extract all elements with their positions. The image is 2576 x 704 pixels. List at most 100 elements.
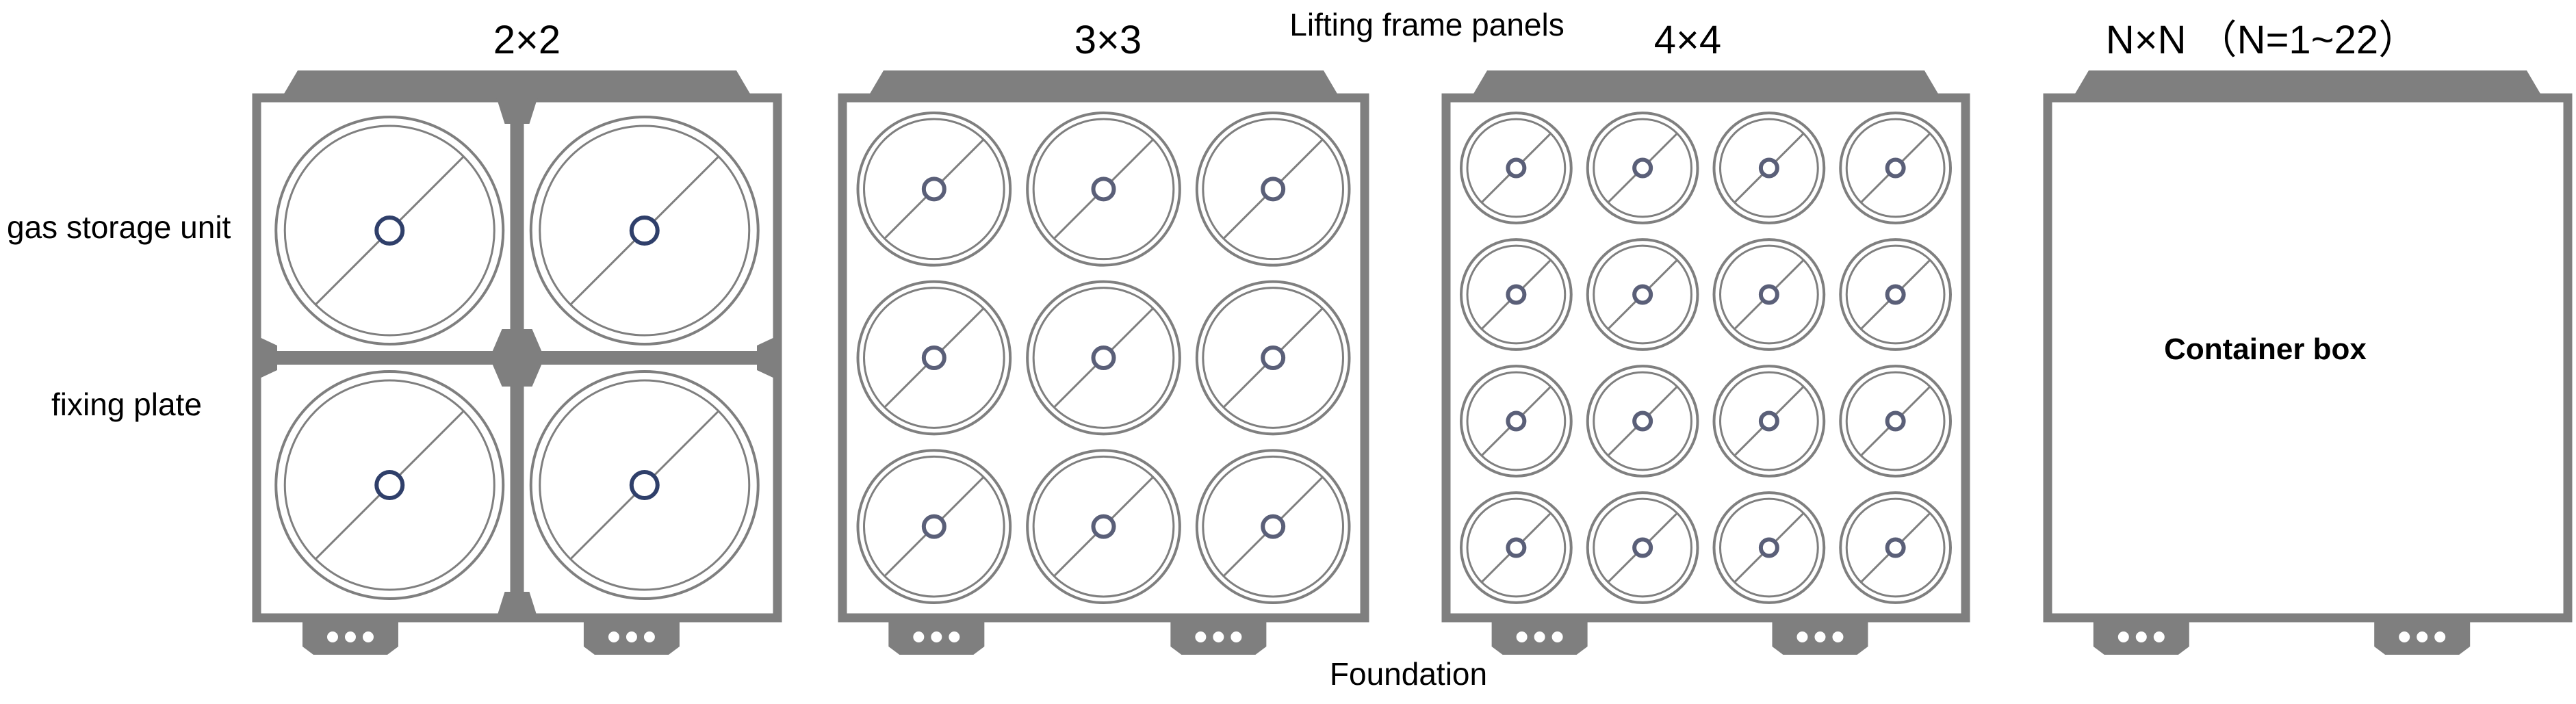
panel-3-foundation-bolt-1-1 (1516, 631, 1528, 642)
panel-3-gas-storage-unit-3-2-inner-ring (1593, 371, 1692, 471)
panel-3-gas-storage-unit-1-3-inner-ring (1719, 118, 1819, 218)
panel-4-foundation-bolt-1-2 (2135, 631, 2147, 642)
panel-2-foundation-bolt-2-1 (1195, 631, 1207, 642)
container-box-label: Container box (2164, 333, 2367, 366)
panel-2-gas-storage-unit-2-1-inner-ring (863, 287, 1005, 429)
panel-3-foundation-bolt-2-3 (1832, 631, 1844, 642)
panel-2-gas-storage-unit-3-1-inner-ring (863, 455, 1005, 598)
panel-2-gas-storage-unit-1-2-inner-ring (1032, 118, 1175, 261)
panel-3-gas-storage-unit-1-2-hub (1632, 157, 1653, 179)
panel-1-foundation-bolt-1-1 (326, 631, 338, 642)
gas-storage-unit-label: gas storage unit (7, 209, 231, 245)
panel-1-foundation-bolt-1-2 (344, 631, 356, 642)
panel-3-foundation-bolt-1-3 (1551, 631, 1563, 642)
panel-4-foundation-bolt-2-3 (2434, 631, 2446, 642)
panel-2-gas-storage-unit-3-1-hub (921, 514, 946, 539)
panel-3-gas-storage-unit-2-1-hub (1506, 284, 1527, 305)
panel-1-gas-storage-unit-1-2-inner-ring (539, 125, 751, 337)
panel-2-gas-storage-unit-3-3-inner-ring (1202, 455, 1344, 598)
panel-3-frame (1441, 93, 1970, 623)
panel-title-2x2: 2×2 (493, 18, 561, 62)
panel-2-gas-storage-unit-1-2-hub (1091, 177, 1116, 202)
panel-2-foundation-bolt-1-1 (913, 631, 925, 642)
panel-1-gas-storage-unit-2-2-hub (629, 470, 660, 500)
panel-2-foundation-bolt-1-2 (931, 631, 942, 642)
panel-2-lifting-bar (870, 70, 1337, 94)
panel-1-foundation-bolt-2-3 (643, 631, 655, 642)
panel-3-gas-storage-unit-3-4-hub (1885, 410, 1906, 432)
panel-1-foundation-bolt-1-3 (362, 631, 374, 642)
panel-3-gas-storage-unit-1-4-inner-ring (1845, 118, 1946, 218)
panel-3-gas-storage-unit-2-3-inner-ring (1719, 244, 1819, 345)
panel-3-gas-storage-unit-2-2-hub (1632, 284, 1653, 305)
panel-3-gas-storage-unit-4-1-inner-ring (1466, 497, 1567, 598)
panel-3-foundation-bolt-2-2 (1814, 631, 1826, 642)
panel-1-fixing-plate-top-boss (496, 98, 538, 124)
panel-2-gas-storage-unit-3-2-inner-ring (1032, 455, 1175, 598)
panel-3-gas-storage-unit-3-4-inner-ring (1845, 371, 1946, 471)
panel-4-foundation-bolt-2-2 (2417, 631, 2428, 642)
fixing-plate-label: fixing plate (51, 387, 202, 422)
panel-3-gas-storage-unit-1-2-inner-ring (1593, 118, 1692, 218)
panel-1-foundation-bolt-2-2 (626, 631, 637, 642)
panel-3-gas-storage-unit-1-1-inner-ring (1466, 118, 1567, 218)
panel-2-gas-storage-unit-1-1-inner-ring (863, 118, 1005, 261)
panel-1-gas-storage-unit-2-1-hub (374, 470, 405, 500)
panel-3-gas-storage-unit-2-1-inner-ring (1466, 244, 1567, 345)
panel-1-gas-storage-unit-1-2-hub (629, 216, 660, 246)
panel-2-gas-storage-unit-2-3-hub (1261, 346, 1286, 370)
panel-1-gas-storage-unit-2-1-inner-ring (283, 379, 495, 591)
panel-1-fixing-plate-right-boss (757, 336, 777, 380)
panel-2-foundation-bolt-2-2 (1213, 631, 1224, 642)
panel-2-frame (838, 93, 1369, 623)
panel-3-gas-storage-unit-2-3-hub (1758, 284, 1779, 305)
panel-2-gas-storage-unit-2-1-hub (921, 346, 946, 370)
panel-3-gas-storage-unit-3-1-inner-ring (1466, 371, 1567, 471)
panel-3-foundation-bolt-2-1 (1796, 631, 1808, 642)
panel-3-gas-storage-unit-1-1-hub (1506, 157, 1527, 179)
panel-3-gas-storage-unit-4-3-inner-ring (1719, 497, 1819, 598)
panel-2-gas-storage-unit-3-3-hub (1261, 514, 1286, 539)
foundation-label: Foundation (1330, 656, 1487, 692)
panel-2-gas-storage-unit-1-1-hub (921, 177, 946, 202)
panel-3-foundation-bolt-1-2 (1534, 631, 1545, 642)
panel-3-gas-storage-unit-4-2-inner-ring (1593, 497, 1692, 598)
panel-3-gas-storage-unit-3-1-hub (1506, 410, 1527, 432)
panels-layer (252, 70, 2573, 655)
panel-2-gas-storage-unit-2-3-inner-ring (1202, 287, 1344, 429)
panel-3-gas-storage-unit-1-3-hub (1758, 157, 1779, 179)
panel-3-gas-storage-unit-2-2-inner-ring (1593, 244, 1692, 345)
panel-2-gas-storage-unit-1-3-inner-ring (1202, 118, 1344, 261)
lifting-frame-panels-label: Lifting frame panels (1289, 7, 1564, 42)
panel-1-fixing-plate-left-boss (257, 336, 277, 380)
panel-title-4x4: 4×4 (1654, 18, 1721, 62)
panel-4-lifting-bar (2075, 70, 2540, 94)
panel-3-gas-storage-unit-1-4-hub (1885, 157, 1906, 179)
panel-2-foundation-bolt-1-3 (949, 631, 960, 642)
panel-3-gas-storage-unit-4-4-inner-ring (1845, 497, 1946, 598)
panel-3-gas-storage-unit-2-4-hub (1885, 284, 1906, 305)
panel-title-nxn: N×N （N=1~22） (2106, 18, 2418, 62)
panel-3-gas-storage-unit-3-3-hub (1758, 410, 1779, 432)
panel-1-gas-storage-unit-1-1-hub (374, 216, 405, 246)
panel-title-3x3: 3×3 (1074, 18, 1142, 62)
panel-4-foundation-bolt-2-1 (2399, 631, 2410, 642)
panel-4-foundation-bolt-1-1 (2117, 631, 2129, 642)
panel-3-gas-storage-unit-4-2-hub (1632, 537, 1653, 558)
panel-3-gas-storage-unit-2-4-inner-ring (1845, 244, 1946, 345)
panel-2-gas-storage-unit-3-2-hub (1091, 514, 1116, 539)
panel-2-gas-storage-unit-2-2-hub (1091, 346, 1116, 370)
panel-3-gas-storage-unit-4-3-hub (1758, 537, 1779, 558)
panel-1-fixing-plate-center-boss (489, 329, 545, 387)
panel-3-gas-storage-unit-3-2-hub (1632, 410, 1653, 432)
panel-3-lifting-bar (1473, 70, 1938, 94)
panel-3-gas-storage-unit-4-4-hub (1885, 537, 1906, 558)
panel-2-gas-storage-unit-1-3-hub (1261, 177, 1286, 202)
panel-4-frame (2043, 93, 2573, 623)
panel-1-foundation-bolt-2-1 (608, 631, 619, 642)
panel-2-gas-storage-unit-2-2-inner-ring (1032, 287, 1175, 429)
panel-1-gas-storage-unit-1-1-inner-ring (283, 125, 495, 337)
panel-3-gas-storage-unit-3-3-inner-ring (1719, 371, 1819, 471)
panel-1-lifting-bar (284, 70, 750, 94)
